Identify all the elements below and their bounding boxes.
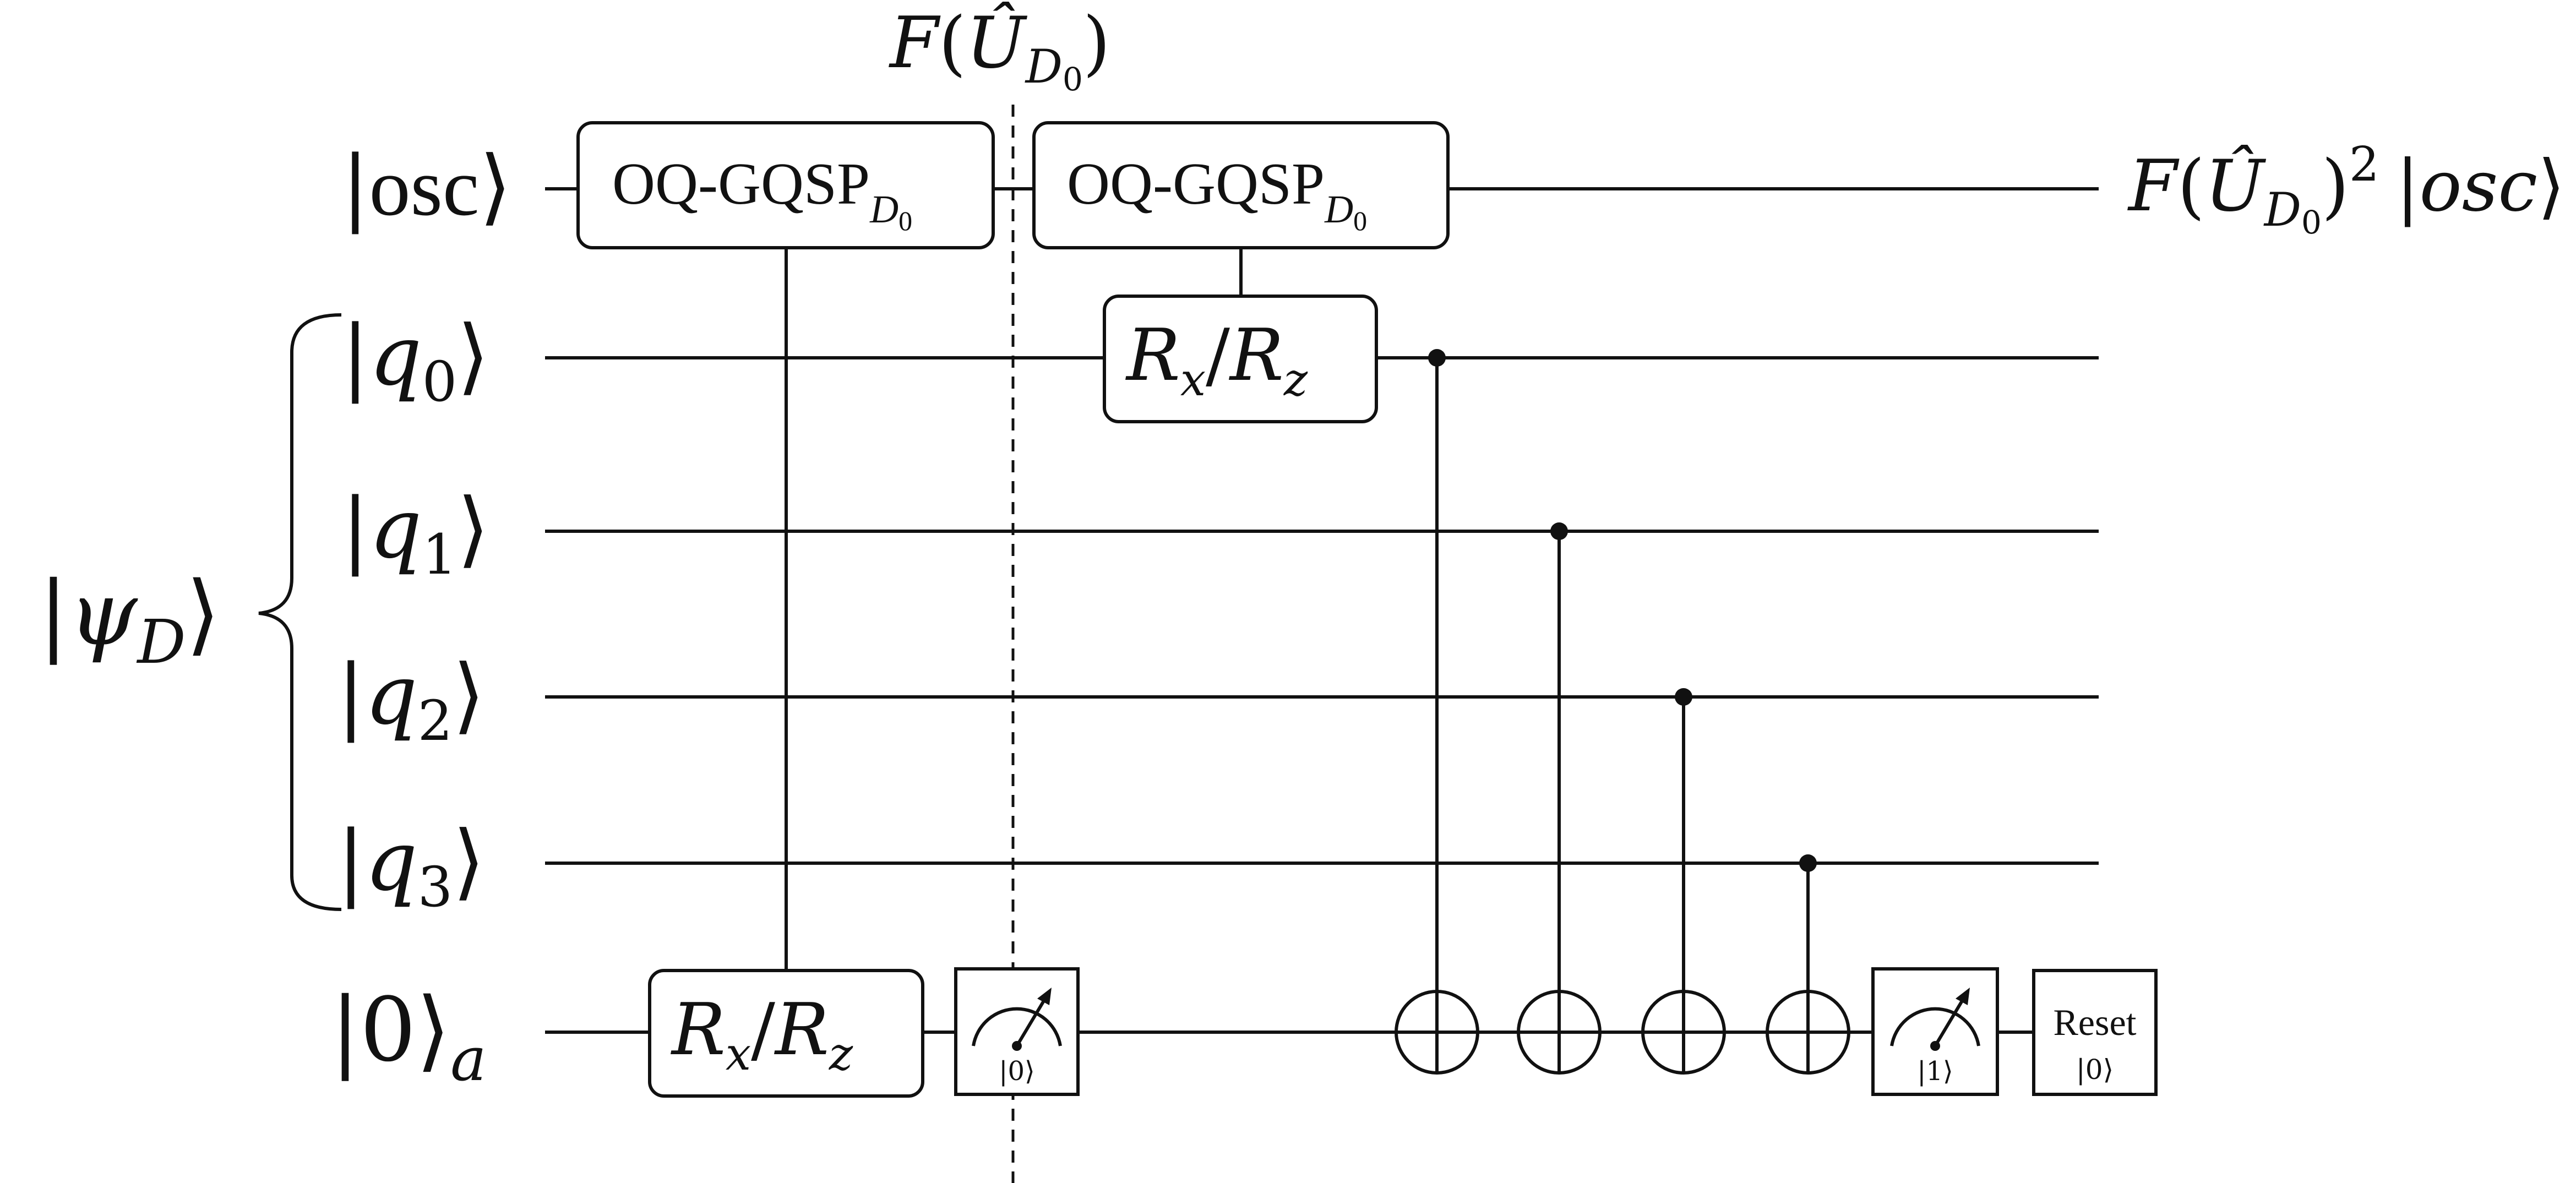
svg-text:Rx/Rz: Rx/Rz [671,988,853,1081]
control-dot-q3 [1799,854,1817,872]
gate-oq-gqsp-1-label: OQ-GQSP [612,151,870,217]
reset-gate: Reset |0⟩ [2032,969,2158,1096]
svg-text:Rx/Rz: Rx/Rz [1125,313,1308,406]
gate-rx-rz-q0-r1: R [1125,313,1180,397]
output-label: F(ÛD0)2|osc⟩ [2127,137,2565,241]
control-dot-q1 [1550,522,1568,540]
cnot-target-1 [1395,990,1479,1075]
label-ancilla: |0⟩a [330,978,487,1094]
control-dot-q2 [1675,688,1692,706]
label-q0: |q0⟩ [341,308,489,414]
gate-oq-gqsp-2-subsub: 0 [1353,205,1367,236]
label-q1: |q1⟩ [341,481,489,587]
reset-title: Reset [2053,1001,2136,1043]
gate-oq-gqsp-1-subsub: 0 [898,205,912,236]
gate-oq-gqsp-2-sub: D [1324,187,1353,231]
gate-rx-rz-ancilla-sub1: x [726,1028,751,1081]
label-osc: |osc⟩ [341,139,511,235]
measurement-2-label: |1⟩ [1917,1056,1953,1087]
label-q2: |q2⟩ [337,647,485,753]
label-psi-d: |ψD⟩ [39,562,220,677]
cnot-target-3 [1641,990,1726,1075]
gate-rx-rz-q0-r2: R [1229,313,1284,397]
gate-rx-rz-ancilla-slash: / [751,988,775,1071]
gate-oq-gqsp-1: OQ-GQSPD0 [576,121,995,249]
group-brace [258,313,342,911]
reset-label: |0⟩ [2076,1054,2114,1086]
meter-icon [972,1007,1062,1046]
gate-rx-rz-q0-slash: / [1206,313,1230,397]
svg-text:OQ-GQSPD0: OQ-GQSPD0 [1067,151,1367,236]
cnot-target-4 [1766,990,1850,1075]
meter-icon [1890,1007,1980,1046]
gate-rx-rz-ancilla: Rx/Rz [648,969,924,1098]
stage-annotation: F(ÛD0) [889,2,1110,98]
gate-rx-rz-q0-sub2: z [1283,354,1308,406]
cnot-target-2 [1517,990,1602,1075]
svg-text:OQ-GQSPD0: OQ-GQSPD0 [612,151,912,236]
gate-oq-gqsp-1-sub: D [869,187,898,231]
gate-rx-rz-ancilla-sub2: z [829,1028,853,1081]
gate-oq-gqsp-2: OQ-GQSPD0 [1032,121,1450,249]
gate-rx-rz-q0: Rx/Rz [1103,295,1378,423]
control-dot-q0 [1428,349,1446,367]
gate-oq-gqsp-2-label: OQ-GQSP [1067,151,1325,217]
gate-rx-rz-ancilla-r1: R [671,988,726,1071]
gate-rx-rz-ancilla-r2: R [774,988,829,1071]
label-q3: |q3⟩ [337,814,485,919]
measurement-1-label: |0⟩ [999,1056,1034,1087]
gate-rx-rz-q0-sub1: x [1180,354,1206,406]
measurement-gate-2: |1⟩ [1871,967,1999,1096]
measurement-gate-1: |0⟩ [954,967,1080,1096]
